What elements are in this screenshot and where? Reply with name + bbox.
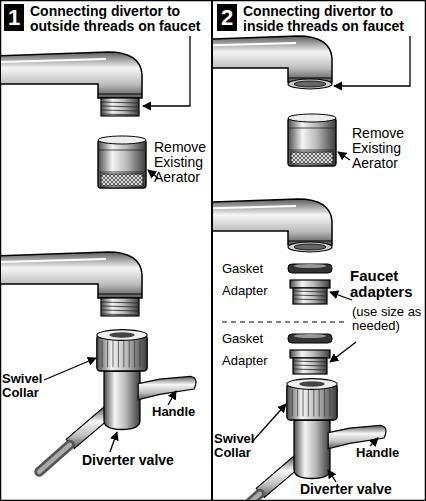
leader-line — [252, 404, 286, 442]
faucet — [213, 199, 332, 245]
instruction-label: Remove Existing Aerator — [154, 140, 210, 185]
adapter — [290, 350, 330, 374]
outside-threads — [101, 298, 139, 316]
part-label: Adapter — [222, 354, 282, 368]
leader-line — [370, 438, 378, 446]
part-label: Gasket — [222, 332, 282, 346]
gasket — [288, 264, 332, 273]
inside-threads — [288, 79, 332, 89]
number-box: 1Connecting divertor to outside threads … — [4, 4, 24, 31]
faucet — [213, 36, 332, 82]
part-label: Handle — [152, 405, 210, 419]
part-label: Diverter valve — [82, 453, 202, 468]
outside-threads — [101, 98, 139, 116]
panel-number: 2 — [217, 6, 237, 30]
leader-line — [168, 391, 176, 405]
panel-heading: Connecting divertor to outside threads o… — [30, 4, 208, 34]
panel-heading: Connecting divertor to inside threads on… — [243, 4, 423, 34]
diverter-valve — [39, 330, 196, 472]
part-label: Handle — [356, 446, 418, 460]
leader-line — [110, 432, 117, 452]
panel-number: 1 — [4, 6, 24, 30]
part-label: Swivel Collar — [214, 432, 262, 460]
leader-lines — [44, 36, 410, 482]
part-label: Diverter valve — [300, 482, 420, 497]
faucet — [1, 252, 142, 298]
leader-line — [338, 152, 350, 160]
leader-line — [44, 358, 96, 380]
aerator — [98, 136, 146, 188]
inside-threads — [288, 242, 332, 252]
leader-line — [330, 342, 356, 362]
instruction-label: Remove Existing Aerator — [352, 126, 414, 171]
leader-line — [334, 36, 410, 86]
faucet — [1, 52, 142, 98]
group-label: Faucet adapters — [350, 268, 424, 300]
separator-dashed — [222, 321, 345, 322]
adapter — [290, 280, 330, 304]
part-label: Swivel Collar — [2, 372, 48, 400]
gasket — [288, 334, 332, 343]
number-box: 2Connecting divertor to inside threads o… — [217, 4, 237, 31]
aerator — [288, 114, 336, 166]
part-label: Adapter — [222, 284, 282, 298]
leader-line — [328, 470, 336, 482]
part-label: Gasket — [222, 262, 282, 276]
leader-line — [330, 292, 352, 300]
panel-divider — [211, 0, 213, 501]
leader-line — [143, 36, 190, 106]
group-note: (use size as needed) — [352, 305, 424, 333]
